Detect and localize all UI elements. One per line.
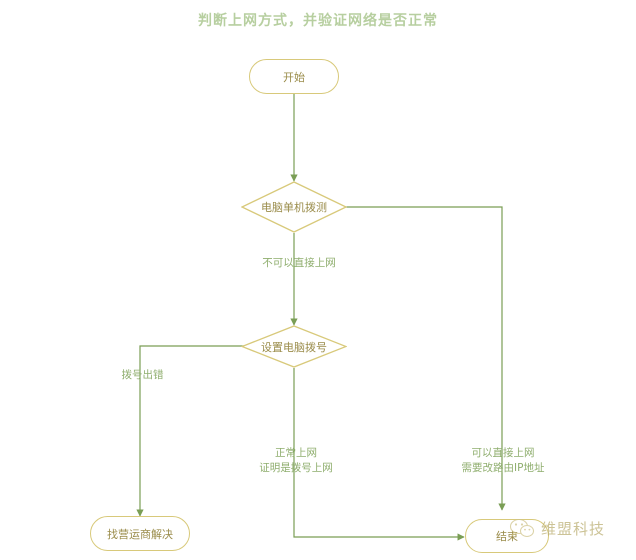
edge-label-normal-line1: 正常上网 — [275, 447, 317, 459]
node-end-label: 结束 — [496, 530, 518, 543]
diamond-shape-icon — [241, 325, 347, 368]
watermark: 维盟科技 — [509, 517, 605, 539]
node-decision1-label: 电脑单机拨测 — [261, 201, 327, 214]
edge-label-normal-line2: 证明是拨号上网 — [259, 462, 333, 474]
node-decision2-label: 设置电脑拨号 — [261, 340, 327, 354]
page-title: 判断上网方式，并验证网络是否正常 — [198, 13, 438, 29]
node-isp-label: 找营运商解决 — [107, 527, 173, 541]
node-start-label: 开始 — [283, 70, 305, 84]
edge-label-direct-line1: 可以直接上网 — [471, 447, 535, 459]
node-decision-setup-pc-dial[interactable]: 设置电脑拨号 — [241, 325, 347, 368]
edge-label-dial-error: 拨号出错 — [100, 368, 185, 383]
edge-label-cannot-direct-text: 不可以直接上网 — [262, 257, 336, 269]
diamond-shape-icon — [241, 181, 347, 233]
wechat-icon — [509, 518, 535, 538]
edge-label-dial-error-text: 拨号出错 — [121, 369, 164, 381]
edge-label-cannot-direct: 不可以直接上网 — [244, 256, 354, 271]
edge-label-direct-line2: 需要改路由IP地址 — [461, 462, 545, 474]
node-contact-isp[interactable]: 找营运商解决 — [90, 516, 190, 551]
edge-label-normal-access: 正常上网 证明是拨号上网 — [234, 446, 358, 476]
node-decision-single-pc-dial[interactable]: 电脑单机拨测 — [241, 181, 347, 233]
node-end[interactable]: 结束 — [465, 519, 549, 553]
node-start[interactable]: 开始 — [249, 59, 339, 94]
edge-label-direct-access: 可以直接上网 需要改路由IP地址 — [441, 446, 565, 476]
watermark-text: 维盟科技 — [541, 519, 606, 538]
